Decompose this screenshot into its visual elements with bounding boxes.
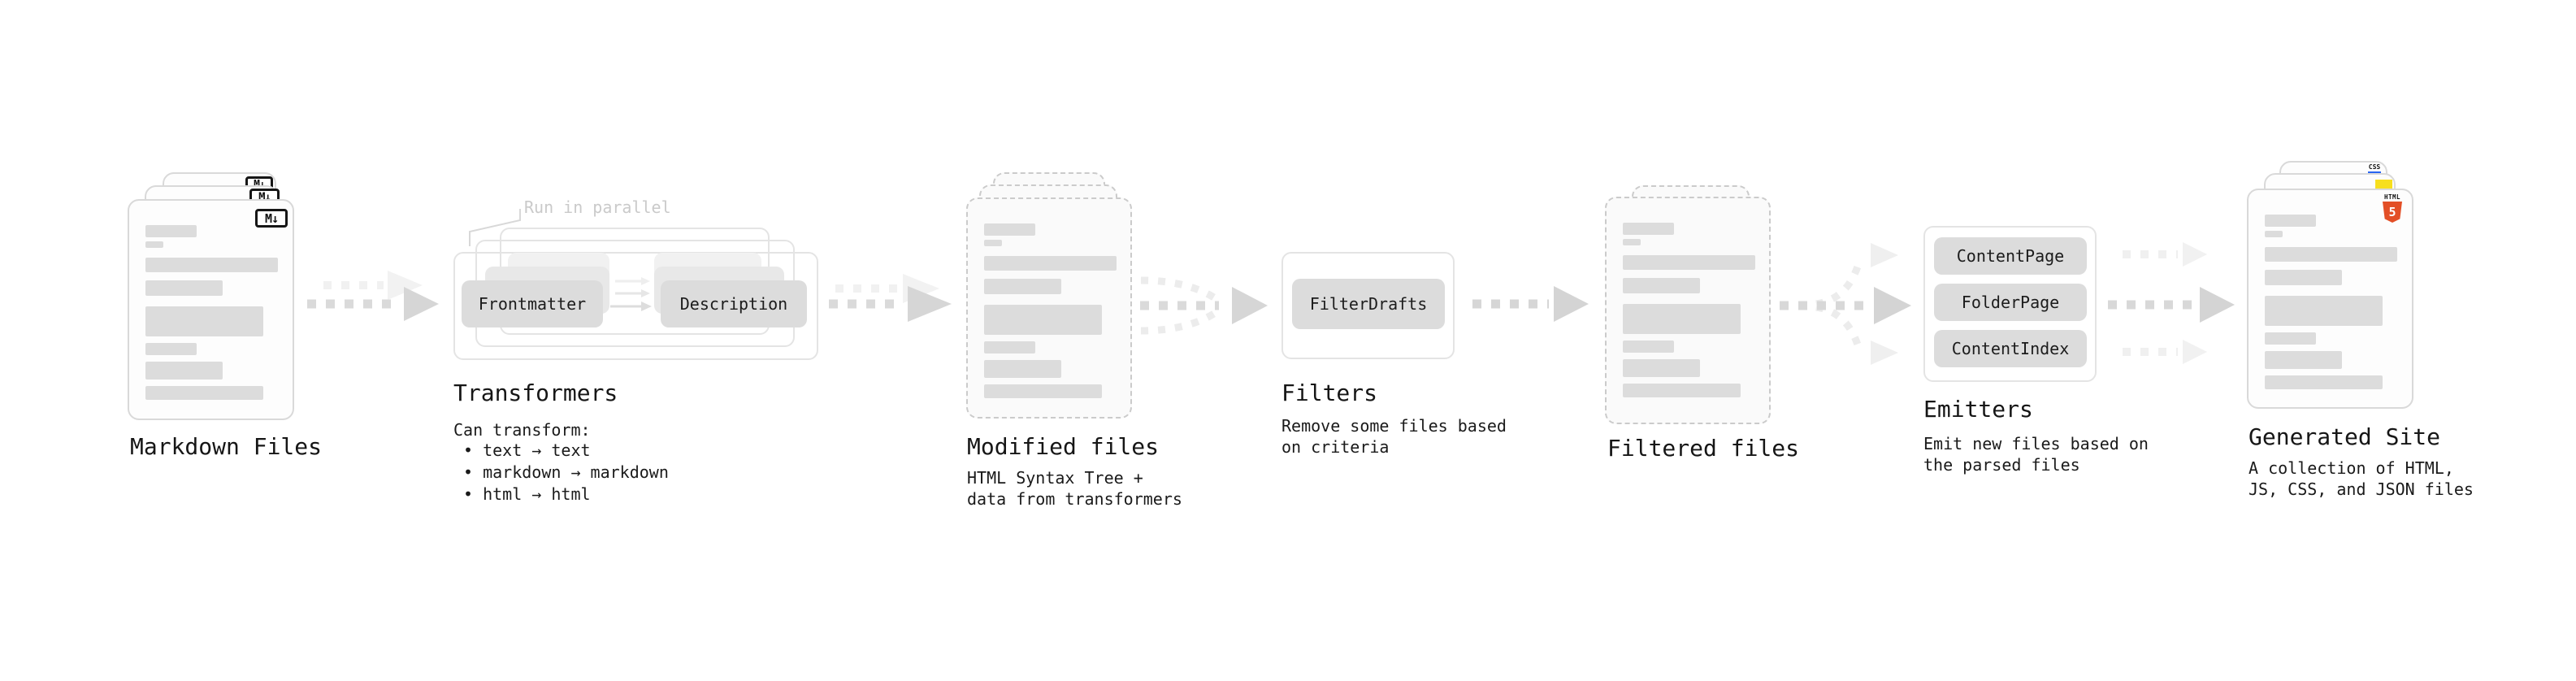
doc-line-bar [984, 279, 1061, 294]
contentpage-pill-label: ContentPage [1956, 246, 2065, 266]
frontmatter-pill-label: Frontmatter [478, 294, 587, 314]
folderpage-pill: FolderPage [1934, 284, 2087, 321]
doc-line-bar [984, 341, 1035, 354]
transformers-bullet: • text → text [463, 440, 591, 460]
arrow-emitters-to-generated [2108, 242, 2235, 364]
doc-line-bar [1623, 304, 1741, 334]
doc-line-bar [1623, 384, 1741, 397]
stage-label-filtered-files: Filtered files [1607, 435, 1800, 462]
filtered-file-card-front [1605, 197, 1771, 424]
folderpage-pill-label: FolderPage [1961, 293, 2060, 312]
doc-line-bar [984, 305, 1102, 335]
modified-file-card-front [966, 197, 1132, 419]
transformer-card-front [453, 252, 818, 360]
emitters-desc-line: the parsed files [1923, 455, 2080, 475]
modified-files-desc: HTML Syntax Tree + data from transformer… [967, 467, 1182, 510]
doc-line-bar [145, 386, 263, 400]
arrow-markdown-to-transformers [307, 271, 439, 321]
html5-icon-number: 5 [2388, 205, 2396, 219]
arrow-modified-to-filters [1140, 276, 1268, 335]
doc-line-bar [1623, 223, 1674, 235]
doc-line-bar [2265, 375, 2383, 389]
doc-line-bar [2265, 332, 2316, 345]
stage-label-modified-files: Modified files [967, 433, 1160, 460]
arrow-filters-to-filtered [1472, 286, 1589, 322]
doc-line-bar [2265, 296, 2383, 326]
doc-line-bar [145, 241, 163, 248]
js-icon [2375, 180, 2392, 189]
transformers-bullet: • markdown → markdown [463, 462, 669, 482]
contentindex-pill-label: ContentIndex [1951, 339, 2070, 358]
markdown-icon: M↓ [255, 209, 288, 228]
markdown-file-card-front: M↓ [128, 199, 294, 420]
arrow-transformers-to-modified [829, 274, 952, 322]
doc-line-bar [984, 360, 1061, 378]
filters-card [1281, 252, 1455, 359]
css-icon-label: CSS [2368, 163, 2381, 171]
doc-line-bar [1623, 278, 1700, 293]
filters-desc-line: on criteria [1281, 437, 1390, 457]
doc-line-bar [984, 384, 1102, 398]
html5-icon-shield: 5 [2383, 202, 2402, 223]
filters-desc: Remove some files based on criteria [1281, 415, 1507, 458]
doc-line-bar [1623, 239, 1641, 245]
emitters-card [1923, 226, 2097, 382]
doc-line-bar [984, 240, 1002, 246]
filterdrafts-pill: FilterDrafts [1292, 279, 1445, 329]
markdown-icon-label: M↓ [264, 210, 279, 226]
doc-line-bar [2265, 247, 2397, 262]
generated-site-desc-line: A collection of HTML, [2249, 458, 2454, 478]
transformers-desc-title: Can transform: [453, 420, 591, 440]
stage-label-generated-site: Generated Site [2249, 423, 2441, 450]
doc-line-bar [1623, 255, 1755, 270]
generated-site-desc-line: JS, CSS, and JSON files [2249, 479, 2474, 499]
doc-line-bar [1623, 340, 1674, 353]
stage-label-markdown-files: Markdown Files [130, 433, 323, 460]
filters-desc-line: Remove some files based [1281, 416, 1507, 436]
doc-line-bar [2265, 351, 2342, 369]
doc-line-bar [2265, 231, 2283, 237]
doc-line-bar [1623, 359, 1700, 377]
filterdrafts-pill-label: FilterDrafts [1309, 294, 1428, 314]
run-in-parallel-annotation: Run in parallel [524, 197, 671, 217]
doc-line-bar [145, 225, 197, 237]
doc-line-bar [145, 343, 197, 355]
stage-label-filters: Filters [1281, 380, 1378, 406]
html5-icon: HTML 5 [2382, 194, 2403, 223]
generated-site-desc: A collection of HTML, JS, CSS, and JSON … [2249, 458, 2474, 500]
description-pill: Description [661, 280, 807, 327]
doc-line-bar [2265, 215, 2316, 227]
emitters-desc-line: Emit new files based on [1923, 434, 2149, 453]
arrow-filtered-to-emitters [1780, 243, 1911, 365]
html5-icon-word: HTML [2383, 193, 2401, 201]
frontmatter-pill: Frontmatter [462, 280, 603, 327]
doc-line-bar [145, 362, 223, 380]
stage-label-emitters: Emitters [1923, 396, 2033, 423]
doc-line-bar [2265, 270, 2342, 285]
doc-line-bar [145, 306, 263, 336]
doc-line-bar [984, 223, 1035, 236]
emitters-desc: Emit new files based on the parsed files [1923, 433, 2149, 475]
contentindex-pill: ContentIndex [1934, 330, 2087, 367]
generated-file-card-html: HTML 5 [2247, 189, 2413, 409]
doc-line-bar [145, 258, 278, 272]
doc-line-bar [145, 280, 223, 296]
modified-files-desc-line: HTML Syntax Tree + [967, 468, 1143, 488]
doc-line-bar [984, 256, 1117, 271]
stage-label-transformers: Transformers [453, 380, 618, 406]
transformers-bullet: • html → html [463, 484, 591, 504]
description-pill-label: Description [679, 294, 788, 314]
contentpage-pill: ContentPage [1934, 237, 2087, 275]
modified-files-desc-line: data from transformers [967, 489, 1182, 509]
